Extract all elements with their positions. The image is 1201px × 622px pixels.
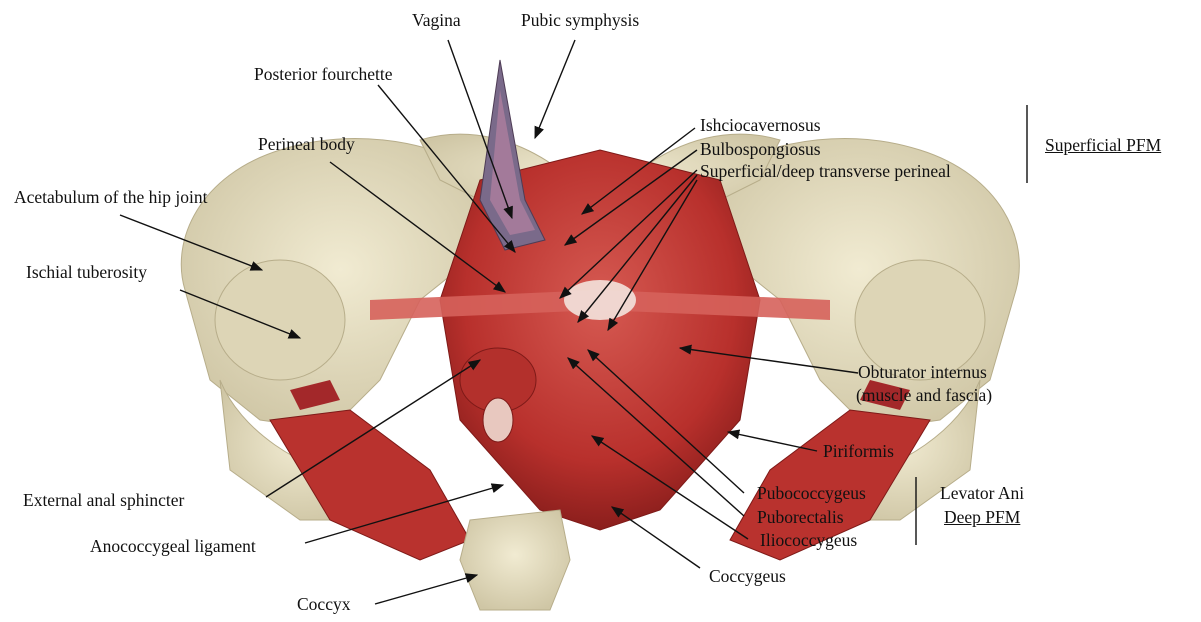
label-ischiocavernosus: Ishciocavernosus bbox=[700, 115, 821, 135]
label-external-anal-sphincter: External anal sphincter bbox=[23, 490, 184, 510]
label-iliococcygeus: Iliococcygeus bbox=[760, 530, 857, 550]
coccyx-bone bbox=[460, 510, 570, 610]
label-superficial-pfm: Superficial PFM bbox=[1045, 135, 1161, 155]
label-vagina: Vagina bbox=[412, 10, 461, 30]
label-coccyx: Coccyx bbox=[297, 594, 350, 614]
label-transverse-perineal: Superficial/deep transverse perineal bbox=[700, 161, 951, 181]
label-puborectalis: Puborectalis bbox=[757, 507, 844, 527]
label-obturator-fascia: (muscle and fascia) bbox=[856, 385, 992, 405]
label-perineal-body: Perineal body bbox=[258, 134, 355, 154]
label-piriformis: Piriformis bbox=[823, 441, 894, 461]
label-pubococcygeus: Pubococcygeus bbox=[757, 483, 866, 503]
label-bulbospongiosus: Bulbospongiosus bbox=[700, 139, 821, 159]
label-levator-ani: Levator Ani bbox=[940, 483, 1024, 503]
label-deep-pfm: Deep PFM bbox=[944, 507, 1020, 527]
label-obturator-internus: Obturator internus bbox=[858, 362, 987, 382]
label-ischial-tuberosity: Ischial tuberosity bbox=[26, 262, 147, 282]
label-posterior-fourchette: Posterior fourchette bbox=[254, 64, 393, 84]
label-pubic-symphysis: Pubic symphysis bbox=[521, 10, 639, 30]
label-acetabulum: Acetabulum of the hip joint bbox=[14, 187, 207, 207]
label-coccygeus: Coccygeus bbox=[709, 566, 786, 586]
label-anococcygeal-ligament: Anococcygeal ligament bbox=[90, 536, 256, 556]
